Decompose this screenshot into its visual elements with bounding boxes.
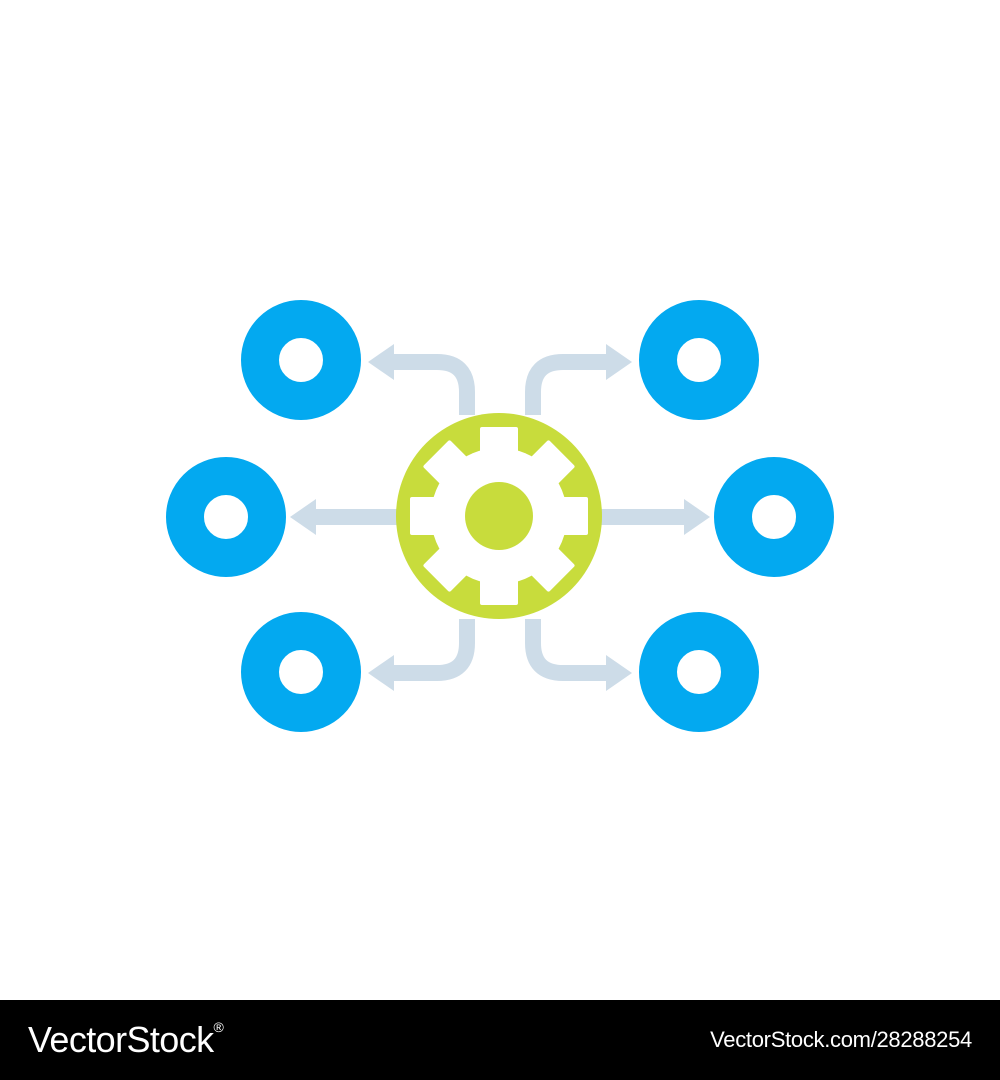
registered-mark: ® xyxy=(213,1019,224,1035)
ring-node-icon xyxy=(714,457,834,577)
watermark-bar: VectorStock® VectorStock.com/28288254 xyxy=(0,1000,1000,1080)
process-diagram xyxy=(166,300,834,732)
gear-hub xyxy=(465,482,533,550)
arrow-top-right xyxy=(525,354,608,415)
ring-node-icon xyxy=(639,612,759,732)
gear-icon xyxy=(396,413,602,619)
ring-node-icon xyxy=(241,300,361,420)
arrowhead-top-right xyxy=(606,344,632,380)
arrowhead-bottom-left xyxy=(368,655,394,691)
arrow-bottom-right xyxy=(525,619,608,681)
arrowhead-middle-right xyxy=(684,499,710,535)
ring-nodes xyxy=(166,300,834,732)
brand-text: VectorStock xyxy=(28,1019,214,1060)
arrowhead-top-left xyxy=(368,344,394,380)
brand-name: VectorStock® xyxy=(28,1019,224,1060)
ring-node-icon xyxy=(241,612,361,732)
gear-teeth xyxy=(410,427,588,605)
connectors xyxy=(312,354,688,681)
image-reference: VectorStock.com/28288254 xyxy=(710,1027,972,1052)
arrow-bottom-left xyxy=(392,619,475,681)
arrowhead-bottom-right xyxy=(606,655,632,691)
arrowhead-middle-left xyxy=(290,499,316,535)
ring-node-icon xyxy=(639,300,759,420)
arrow-top-left xyxy=(392,354,475,415)
ring-node-icon xyxy=(166,457,286,577)
arrowheads xyxy=(290,344,710,691)
